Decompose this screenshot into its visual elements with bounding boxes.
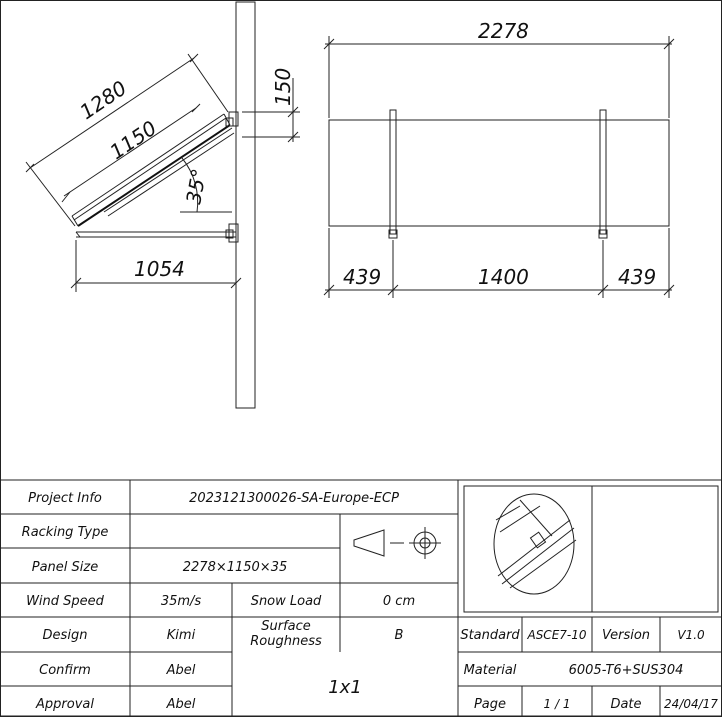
material-label: Material: [464, 663, 517, 678]
panel-width-dimension: 2278: [478, 19, 529, 43]
panel-face: [328, 119, 670, 227]
wind-speed-label: Wind Speed: [26, 594, 105, 609]
clamp-detail-icon: [493, 493, 577, 595]
snow-load-label: Snow Load: [251, 594, 322, 609]
edge-left-dimension: 439: [343, 265, 381, 289]
surface-roughness-label-line1: Surface: [261, 619, 311, 634]
project-info-label: Project Info: [28, 491, 102, 506]
date-value: 24/04/17: [664, 697, 718, 711]
tilt-angle-arc: [181, 157, 199, 213]
design-label: Design: [43, 628, 88, 643]
side-view: 35° 1280 1150 1054 150: [25, 1, 300, 409]
standard-value: ASCE7-10: [526, 628, 586, 642]
confirm-label: Confirm: [39, 663, 91, 678]
detail-view-frame: [463, 485, 719, 613]
mount-offset-dimension: 150: [271, 68, 295, 106]
diagonal-strut: [103, 127, 233, 213]
base-length-dimension: 1054: [134, 257, 185, 281]
design-value: Kimi: [167, 628, 196, 643]
lower-bracket: [228, 223, 239, 243]
projection-symbol-icon: [353, 527, 441, 559]
version-label: Version: [602, 628, 650, 643]
project-info-value: 2023121300026-SA-Europe-ECP: [189, 491, 399, 506]
panel-length-dimension: 1280: [75, 76, 131, 124]
date-label: Date: [610, 697, 641, 712]
front-view: 2278 439 1400 439: [323, 19, 675, 298]
racking-type-label: Racking Type: [22, 525, 109, 540]
surface-roughness-label-line2: Roughness: [250, 634, 322, 649]
confirm-value: Abel: [166, 663, 196, 678]
rail-spacing-dimension: 1400: [478, 265, 529, 289]
rail-left: [389, 109, 397, 235]
panel-size-label: Panel Size: [32, 560, 98, 575]
standard-label: Standard: [460, 628, 520, 643]
page-value: 1 / 1: [544, 697, 571, 711]
solar-panel-top: [71, 113, 225, 217]
approval-value: Abel: [166, 697, 196, 712]
array-config: 1x1: [328, 677, 362, 698]
rail-length-dimension: 1150: [105, 116, 161, 164]
page-label: Page: [474, 697, 506, 712]
mounting-post: [235, 1, 256, 409]
title-block: Project Info Racking Type Panel Size Win…: [0, 479, 722, 717]
rail-right: [599, 109, 607, 235]
panel-size-value: 2278×1150×35: [183, 560, 288, 575]
solar-panel-back: [73, 117, 227, 221]
edge-right-dimension: 439: [618, 265, 656, 289]
surface-roughness-value: B: [395, 628, 404, 643]
wind-speed-value: 35m/s: [161, 594, 202, 609]
material-value: 6005-T6+SUS304: [569, 663, 684, 678]
tilt-angle-label: 35°: [181, 167, 211, 206]
snow-load-value: 0 cm: [383, 594, 415, 609]
version-value: V1.0: [677, 628, 705, 642]
solar-panel-edge: [77, 124, 231, 227]
approval-label: Approval: [35, 697, 94, 712]
